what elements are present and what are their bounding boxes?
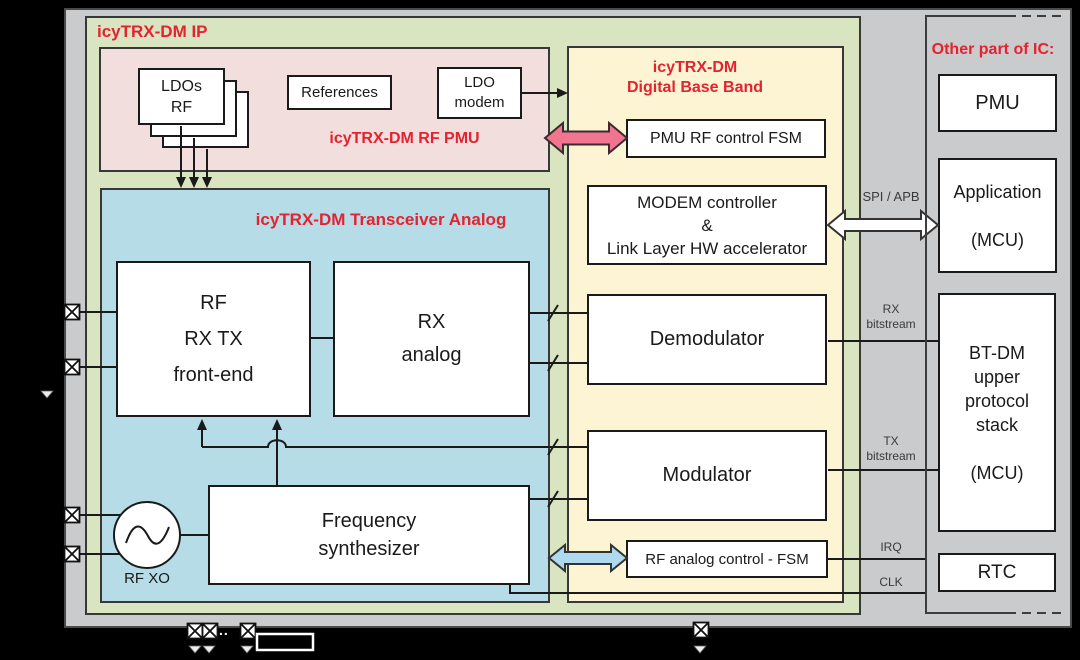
tx-bitstream-label: TX bitstream: [866, 434, 916, 463]
icytrx-ip-title: icyTRX-DM IP: [97, 22, 208, 41]
down-marker-icon: [693, 645, 707, 654]
freq-synth-block: Frequency synthesizer: [208, 485, 530, 585]
ldo-modem-block: LDO modem: [437, 67, 522, 119]
modem-controller-block: MODEM controller & Link Layer HW acceler…: [587, 185, 827, 265]
other-ic-title: Other part of IC:: [931, 41, 1055, 58]
digital-baseband-title: icyTRX-DM Digital Base Band: [626, 59, 764, 96]
down-marker-icon: [188, 645, 202, 654]
down-marker-icon: [240, 645, 254, 654]
down-marker-icon: [40, 390, 54, 399]
bt-dm-stack-block: BT-DM upper protocol stack (MCU): [938, 293, 1056, 532]
ldos-rf-block: LDOs RF: [138, 68, 225, 125]
pmu-rf-control-fsm-block: PMU RF control FSM: [626, 119, 826, 158]
rf-frontend-block: RF RX TX front-end: [116, 261, 311, 417]
spi-apb-label: SPI / APB: [862, 189, 920, 204]
down-marker-icon: [202, 645, 216, 654]
pads-ellipsis: ..: [219, 622, 229, 638]
clk-label: CLK: [879, 575, 903, 589]
irq-label: IRQ: [880, 540, 902, 554]
application-mcu-block: Application (MCU): [938, 158, 1057, 273]
rf-pmu-title: icyTRX-DM RF PMU: [329, 130, 480, 147]
rx-bitstream-label: RX bitstream: [866, 302, 916, 331]
other-pmu-block: PMU: [938, 74, 1057, 132]
references-block: References: [287, 75, 392, 110]
bottom-label-box: [255, 632, 315, 652]
rf-analog-control-fsm-block: RF analog control - FSM: [626, 540, 828, 578]
rtc-block: RTC: [938, 553, 1056, 592]
rx-analog-block: RX analog: [333, 261, 530, 417]
modulator-block: Modulator: [587, 430, 827, 521]
transceiver-analog-title: icyTRX-DM Transceiver Analog: [255, 210, 507, 229]
rf-xo-label: RF XO: [124, 570, 170, 587]
demodulator-block: Demodulator: [587, 294, 827, 385]
